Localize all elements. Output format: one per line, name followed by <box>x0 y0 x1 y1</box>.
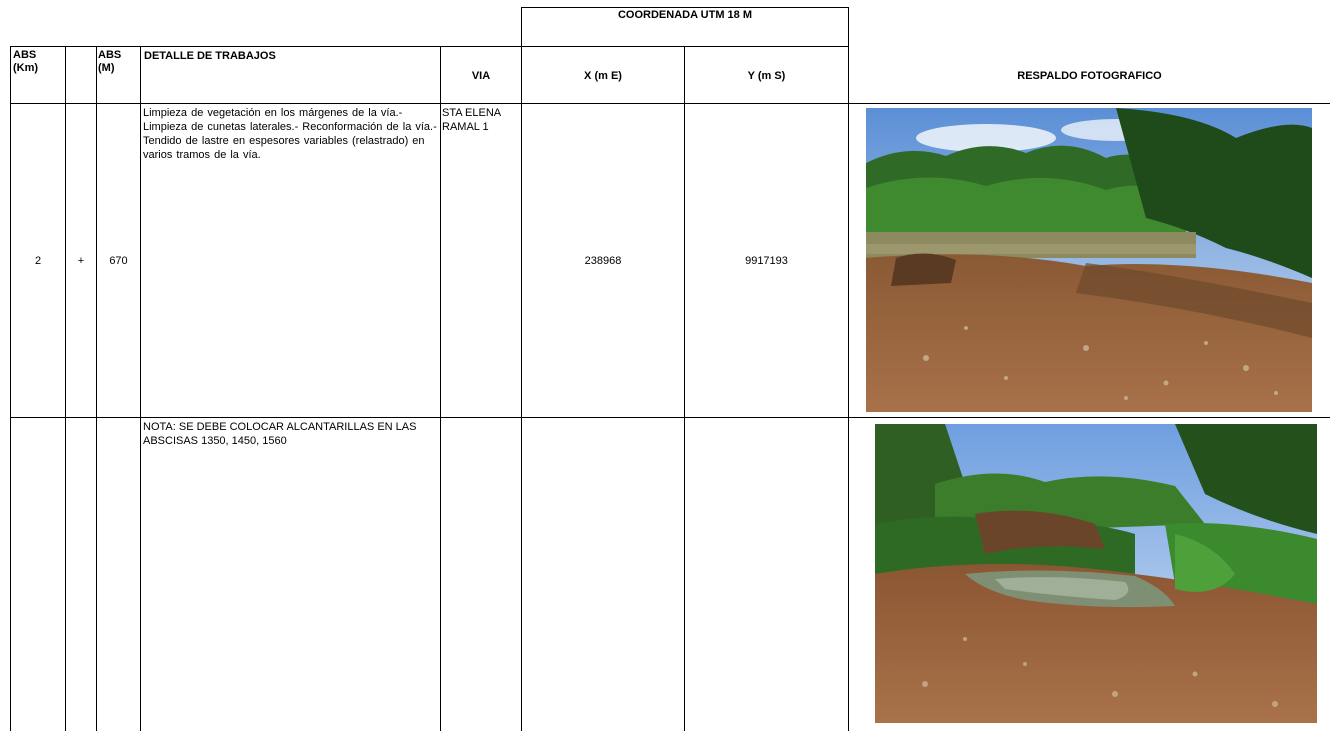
header-coordinate-group: COORDENADA UTM 18 M <box>617 9 753 21</box>
header-abs-m: ABS (M) <box>98 49 122 74</box>
header-photo: RESPALDO FOTOGRAFICO <box>1017 70 1162 82</box>
grid-line <box>10 46 849 47</box>
grid-line <box>65 46 66 731</box>
grid-line <box>684 46 685 731</box>
grid-line <box>521 7 522 731</box>
row1-x: 238968 <box>584 255 622 267</box>
grid-line <box>140 46 141 731</box>
header-via: VIA <box>471 70 491 82</box>
header-x: X (m E) <box>584 70 622 82</box>
row1-y: 9917193 <box>745 255 788 267</box>
grid-line <box>10 417 1330 418</box>
grid-line <box>96 46 97 731</box>
row2-detail: NOTA: SE DEBE COLOCAR ALCANTARILLAS EN L… <box>143 421 417 447</box>
grid-line <box>10 46 11 731</box>
stream-crossing-photo <box>875 424 1317 723</box>
grid-line <box>848 7 849 47</box>
row1-detail: Limpieza de vegetación en los márgenes d… <box>143 107 437 161</box>
row1-abs-km: 2 <box>34 255 42 267</box>
row1-sep: + <box>77 255 85 267</box>
header-y: Y (m S) <box>747 70 786 82</box>
header-detail: DETALLE DE TRABAJOS <box>144 50 276 62</box>
grid-line <box>848 46 849 731</box>
header-abs-km: ABS (Km) <box>13 49 39 74</box>
row1-via: STA ELENA RAMAL 1 <box>442 107 501 133</box>
row1-abs-m: 670 <box>109 255 128 267</box>
grid-line <box>440 46 441 731</box>
grid-line <box>10 103 1330 104</box>
river-road-photo <box>866 108 1312 412</box>
grid-line <box>521 7 849 8</box>
